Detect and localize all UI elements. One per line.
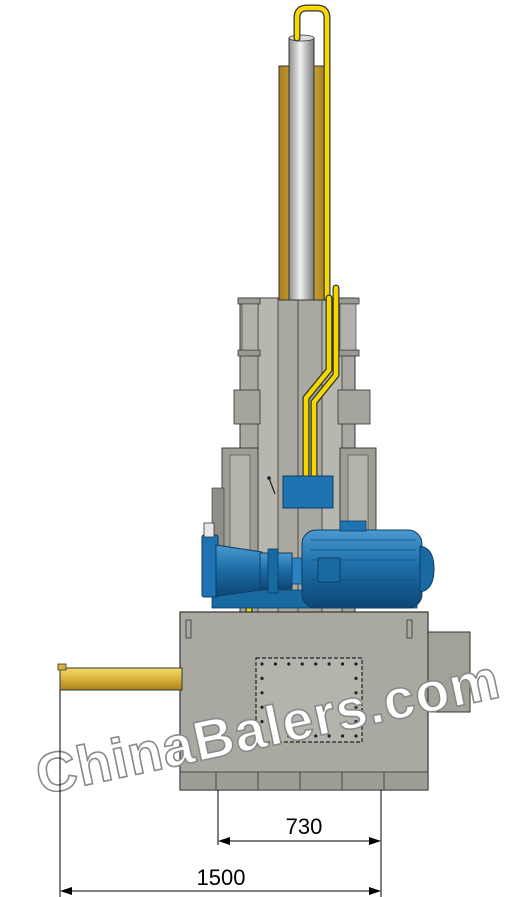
door-rivet xyxy=(260,705,264,709)
door-rivet xyxy=(287,734,291,738)
door-rivet xyxy=(260,734,264,738)
dimension-1500 xyxy=(59,690,381,897)
door-rivet xyxy=(354,705,358,709)
ejection-cylinder xyxy=(57,663,183,691)
door-rivet xyxy=(260,662,264,666)
door-rivet xyxy=(327,734,331,738)
door-rivet xyxy=(327,662,331,666)
door-rivet xyxy=(260,720,264,724)
motor-pump-assembly xyxy=(201,520,435,609)
press-box xyxy=(179,611,471,791)
door-rivet xyxy=(354,676,358,681)
door-rivet xyxy=(340,734,345,738)
dimension-1500-label: 1500 xyxy=(197,865,246,890)
access-door xyxy=(255,657,363,743)
door-rivet xyxy=(354,720,358,724)
door-rivet xyxy=(273,662,278,666)
door-rivet xyxy=(354,691,358,695)
door-rivet xyxy=(314,734,318,738)
door-rivet xyxy=(260,691,264,695)
door-rivet xyxy=(354,662,358,666)
door-rivet xyxy=(287,662,291,666)
door-rivet xyxy=(300,734,304,738)
door-rivet xyxy=(273,734,278,738)
main-cylinder xyxy=(278,34,330,301)
door-rivet xyxy=(354,734,358,738)
dimension-730-label: 730 xyxy=(286,814,323,839)
dimension-730 xyxy=(217,790,382,897)
door-rivet xyxy=(314,662,318,666)
door-rivet xyxy=(260,676,264,681)
door-rivet xyxy=(340,662,345,666)
valve-block xyxy=(267,475,334,509)
door-rivet xyxy=(300,662,304,666)
